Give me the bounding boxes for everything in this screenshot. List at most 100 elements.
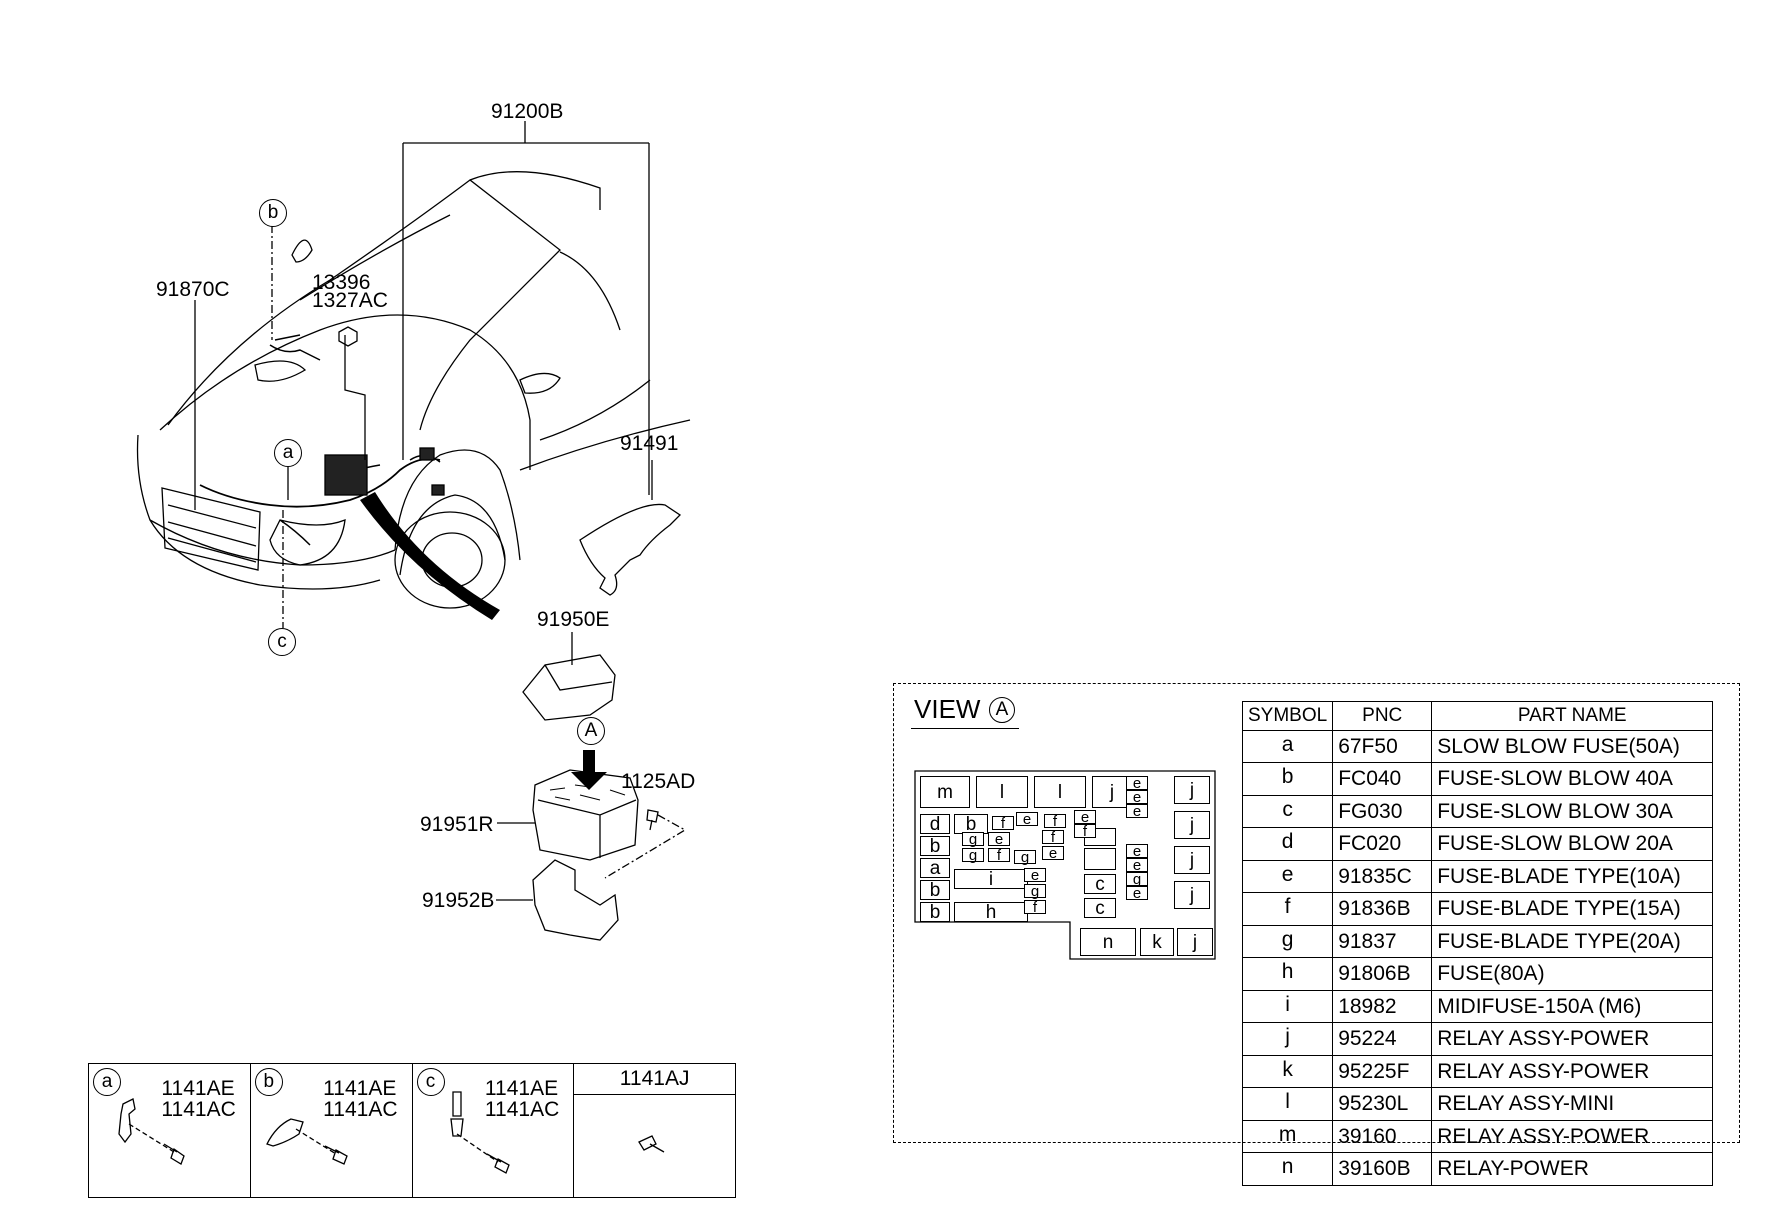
view-title-underline [911, 728, 1019, 729]
relay-j-4: j [1174, 846, 1210, 874]
fuse-small-16: e [1126, 776, 1148, 791]
row-symbol: n [1241, 1152, 1334, 1186]
fuse-c-2: c [1084, 898, 1116, 918]
engine-box [324, 454, 368, 496]
leader-1125AD [604, 814, 687, 879]
relay-j-1: j [1092, 776, 1132, 808]
relay-j-3: j [1174, 811, 1210, 839]
row-symbol: a [1241, 729, 1334, 763]
box-bracket-part [532, 859, 619, 941]
fender [394, 449, 521, 561]
relay-l-2: l [1034, 776, 1086, 808]
row-symbol: m [1241, 1119, 1334, 1153]
left-mirror [291, 239, 313, 263]
clip-cell-c: c 1141AE 1141AC [413, 1064, 575, 1197]
bracket-part [579, 503, 682, 596]
grille [161, 487, 261, 571]
row-part-name: FUSE-BLADE TYPE(15A) [1431, 892, 1714, 926]
callout-1327AC: 1327AC [312, 289, 388, 312]
view-a-marker: A [577, 717, 605, 745]
fuse-small-18: e [1126, 804, 1148, 819]
row-part-name: FUSE-SLOW BLOW 30A [1431, 794, 1714, 828]
fuse-b-3: b [920, 902, 950, 922]
fuse-box-outline [914, 770, 1216, 960]
nut-part [338, 326, 358, 347]
fuse-a: a [920, 858, 950, 878]
callout-91491: 91491 [620, 432, 679, 455]
clip-b-drawing [265, 1118, 348, 1165]
leader-13396 [344, 335, 366, 460]
fuse-small-20: e [1126, 858, 1148, 873]
view-title: VIEW [914, 694, 981, 724]
row-pnc: 95224 [1332, 1022, 1433, 1056]
roof-line [469, 171, 601, 210]
clip-cell-b: b 1141AE 1141AC [251, 1064, 413, 1197]
row-symbol: b [1241, 762, 1334, 796]
callout-91870C: 91870C [156, 278, 230, 301]
fuse-small-10: e [1042, 846, 1064, 861]
row-symbol: c [1241, 794, 1334, 828]
row-part-name: FUSE-SLOW BLOW 20A [1431, 827, 1714, 861]
row-symbol: e [1241, 859, 1334, 893]
view-sweep [360, 492, 500, 620]
hood-panel [159, 314, 531, 470]
midifuse-i: i [954, 869, 1028, 889]
bolt-part [646, 809, 659, 831]
clip-cell-c-line1: 1141AE [484, 1077, 559, 1100]
header-symbol: SYMBOL [1241, 701, 1334, 731]
clip-cell-bolt: 1141AJ [574, 1064, 735, 1197]
fuse-small-6: f [1042, 830, 1064, 845]
callout-91200B: 91200B [491, 100, 564, 123]
clip-cell-a-parts: 1141AE 1141AC [161, 1078, 235, 1120]
fuse-small-15: f [1074, 824, 1096, 839]
row-part-name: FUSE(80A) [1431, 957, 1714, 991]
fuse-h: h [954, 902, 1028, 922]
wheel-arch [399, 494, 506, 576]
left-headlamp-area [254, 360, 307, 382]
bolt-drawing [638, 1135, 665, 1153]
row-part-name: FUSE-BLADE TYPE(20A) [1431, 924, 1714, 958]
fuse-small-5: e [988, 832, 1010, 847]
bumper-line [149, 519, 396, 566]
fuse-b-1: b [920, 836, 950, 856]
clip-c-marker: c [268, 628, 296, 656]
row-symbol: k [1241, 1054, 1334, 1088]
relay-n: n [1080, 928, 1136, 956]
clip-cell-a-symbol: a [93, 1068, 121, 1096]
relay-j-6: j [1177, 928, 1213, 956]
junction-box-part [532, 769, 639, 861]
row-symbol: l [1241, 1087, 1334, 1121]
fuse-small-3: f [1044, 814, 1066, 829]
clip-cell-b-line2: 1141AC [323, 1098, 398, 1121]
row-part-name: MIDIFUSE-150A (M6) [1431, 989, 1714, 1023]
clip-cell-c-parts: 1141AE 1141AC [485, 1078, 559, 1120]
relay-j-5: j [1174, 881, 1210, 909]
row-pnc: 91836B [1332, 892, 1433, 926]
fuse-small-8: f [988, 848, 1010, 863]
fuse-small-9: g [1014, 850, 1036, 865]
relay-j-2: j [1174, 776, 1210, 804]
clip-cell-c-symbol: c [416, 1068, 445, 1096]
header-pnc: PNC [1332, 701, 1433, 731]
callout-1125AD: 1125AD [621, 770, 696, 793]
leader-91200B [402, 121, 650, 495]
fuse-small-7: g [962, 848, 984, 863]
clip-cell-b-parts: 1141AE 1141AC [323, 1078, 397, 1120]
clip-panel: a 1141AE 1141AC b 1141AE 1141AC [88, 1063, 736, 1198]
clip-cell-bolt-header: 1141AJ [574, 1064, 735, 1095]
row-symbol: f [1241, 892, 1334, 926]
row-pnc: 91837 [1332, 924, 1433, 958]
callout-91951R: 91951R [420, 813, 494, 836]
box-cover-part [522, 654, 616, 721]
clip-a-drawing [118, 1098, 185, 1165]
